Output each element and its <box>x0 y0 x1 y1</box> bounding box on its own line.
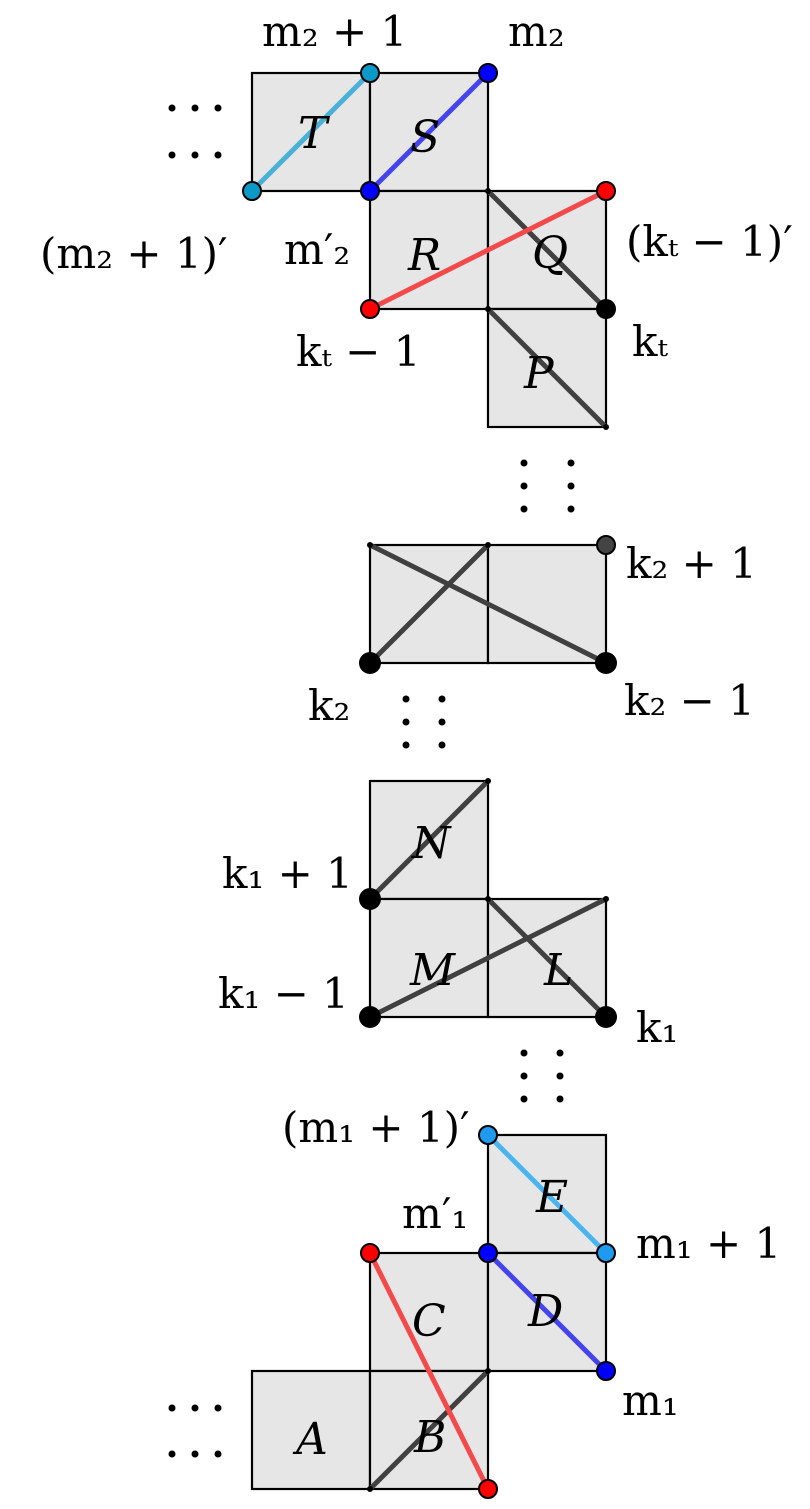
small-dot <box>367 542 373 548</box>
node-b-bottom-red <box>478 1479 498 1499</box>
bottom-cluster: E C D A B (m₁ + 1)′ m′₁ m₁ + 1 m₁ <box>168 1103 781 1499</box>
edge-teal-T <box>250 71 372 193</box>
cell-label-M: M <box>409 945 456 996</box>
vertex-label-k2-plus-1: k₂ + 1 <box>626 539 757 588</box>
node-k2 <box>359 652 381 674</box>
ellipsis-vertical-1 <box>520 459 575 513</box>
small-dot <box>367 1486 373 1492</box>
edge-blue-D <box>486 1251 608 1373</box>
vertex-label-k1: k₁ <box>636 1003 678 1052</box>
vertex-label-k1-minus-1: k₁ − 1 <box>218 969 349 1018</box>
edge-red-CB <box>367 1251 491 1491</box>
cell-label-T: T <box>298 108 331 159</box>
k1-cluster: N M L k₁ + 1 k₁ − 1 k₁ <box>218 778 678 1052</box>
cell-A <box>250 1369 372 1491</box>
node-k1 <box>595 1006 617 1028</box>
small-dot <box>485 542 491 548</box>
cell-k2-right <box>486 543 608 665</box>
node-kt <box>596 299 616 319</box>
vertex-label-m2: m₂ <box>508 7 565 56</box>
edge-blue-S <box>368 71 490 193</box>
vertex-label-m1-plus-1: m₁ + 1 <box>636 1219 781 1268</box>
cell-label-R: R <box>407 230 441 281</box>
cell-label-E: E <box>535 1172 568 1223</box>
vertex-label-m1: m₁ <box>622 1376 679 1425</box>
small-dot <box>485 306 491 312</box>
small-dot <box>485 896 491 902</box>
edge-dark <box>368 543 490 665</box>
top-cluster: T S R Q P m₂ + 1 m₂ (m₂ + 1)′ m′₂ (kₜ − … <box>40 7 793 430</box>
vertex-label-m2-prime: m′₂ <box>284 225 350 274</box>
vertex-label-m2-plus-1: m₂ + 1 <box>262 7 407 56</box>
cell-label-B: B <box>413 1412 446 1463</box>
small-dot <box>603 424 609 430</box>
vertex-label-k1-plus-1: k₁ + 1 <box>222 849 353 898</box>
cell-label-N: N <box>411 818 452 869</box>
small-dot <box>485 778 491 784</box>
k2-cluster: k₂ + 1 k₂ k₂ − 1 <box>308 535 757 730</box>
cell-label-L: L <box>543 945 573 996</box>
node-k2-minus-1 <box>595 652 617 674</box>
vertex-label-m1-plus-1-prime: (m₁ + 1)′ <box>282 1103 470 1152</box>
small-dot <box>485 1368 491 1374</box>
vertex-label-k2-minus-1: k₂ − 1 <box>624 676 755 725</box>
cell-label-S: S <box>410 112 440 163</box>
cell-label-P: P <box>523 348 555 399</box>
node-k1-plus-1 <box>359 888 381 910</box>
node-m1-plus-1 <box>596 1243 616 1263</box>
cell-R <box>368 189 490 311</box>
node-k2-plus-1 <box>596 535 616 555</box>
cell-label-C: C <box>412 1296 446 1347</box>
edge-dark-L <box>486 897 608 1019</box>
small-dot <box>603 896 609 902</box>
node-c-top-red <box>360 1243 380 1263</box>
edge-dark-ML <box>368 896 608 1020</box>
vertex-label-m2-plus-1-prime: (m₂ + 1)′ <box>40 229 228 278</box>
edge-dark-P <box>486 307 608 429</box>
ellipsis-left-top <box>168 104 222 159</box>
vertex-label-k2: k₂ <box>308 681 350 730</box>
vertex-label-m1-prime: m′₁ <box>402 1189 468 1238</box>
node-m2 <box>478 63 498 83</box>
ellipsis-vertical-3 <box>520 1049 564 1103</box>
vertex-label-kt: kₜ <box>632 317 668 366</box>
node-m1-prime <box>478 1243 498 1263</box>
node-m2-plus-1 <box>360 63 380 83</box>
ellipsis-vertical-2 <box>402 695 446 749</box>
node-m1-plus-1-prime <box>478 1125 498 1145</box>
edge-dark-N <box>368 779 490 901</box>
edge-dark <box>368 542 608 666</box>
vertex-label-kt-minus-1: kₜ − 1 <box>296 327 420 376</box>
node-m1 <box>596 1361 616 1381</box>
cell-label-A: A <box>292 1414 328 1465</box>
node-kt-minus-1 <box>360 299 380 319</box>
cell-label-Q: Q <box>532 228 568 279</box>
node-m2-plus-1-prime <box>242 181 262 201</box>
vertex-label-kt-minus-1-prime: (kₜ − 1)′ <box>626 217 793 266</box>
node-k1-minus-1 <box>359 1006 381 1028</box>
edge-dark-B <box>368 1369 490 1491</box>
edge-dark-Q <box>486 189 608 311</box>
ellipsis-left-bottom <box>168 1404 222 1458</box>
cell-label-D: D <box>527 1286 563 1337</box>
node-m2-prime <box>360 181 380 201</box>
edge-lightblue-E <box>486 1133 608 1255</box>
node-kt-minus-1-prime <box>596 181 616 201</box>
edge-red-RQ <box>368 188 608 312</box>
small-dot <box>485 188 491 194</box>
